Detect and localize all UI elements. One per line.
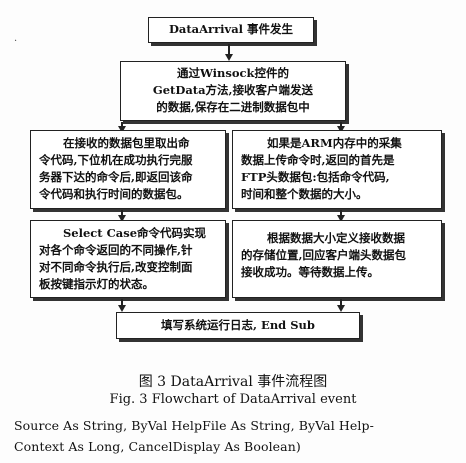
left-box-2: Select Case命令代码实现 对各个命令返回的不同操作,针 对不同命令执行… <box>30 220 226 298</box>
left1-line-1: 在接收的数据包里取出命 <box>63 136 190 150</box>
left1-line-4: 令代码和执行时间的数据包。 <box>39 187 189 201</box>
right2-line-1: 根据数据大小定义接收数据 <box>267 231 405 245</box>
right1-line-3: FTP头数据包:包括命令代码, <box>241 170 390 184</box>
right1-line-2: 数据上传命令时,返回的首先是 <box>241 153 395 167</box>
left1-line-3: 务器下达的命令后,即返回该命 <box>39 170 193 184</box>
right-box-1: 如果是ARM内存中的采集 数据上传命令时,返回的首先是 FTP头数据包:包括命令… <box>232 130 442 209</box>
body-text-line-2: Context As Long, CancelDisplay As Boolea… <box>14 439 301 454</box>
left2-line-3: 对不同命令执行后,改变控制面 <box>39 260 193 274</box>
end-box-text: 填写系统运行日志, End Sub <box>161 318 315 332</box>
right2-line-3: 接收成功。等待数据上传。 <box>241 265 379 279</box>
figure-caption-english: Fig. 3 Flowchart of DataArrival event <box>109 392 357 407</box>
end-box: 填写系统运行日志, End Sub <box>116 312 360 339</box>
right1-line-4: 时间和整个数据的大小。 <box>241 187 368 201</box>
right2-line-2: 的存储位置,回应客户端头数据包 <box>241 248 407 262</box>
stray-dot: · <box>14 36 18 47</box>
right-box-2: 根据数据大小定义接收数据 的存储位置,回应客户端头数据包 接收成功。等待数据上传… <box>232 220 442 298</box>
left2-line-2: 对各个命令返回的不同操作,针 <box>39 243 193 257</box>
left2-line-1: Select Case命令代码实现 <box>63 226 207 240</box>
getdata-line-3: 的数据,保存在二进制数据包中 <box>156 100 310 114</box>
start-box-text: DataArrival 事件发生 <box>168 22 294 36</box>
left2-line-4: 板按键指示灯的状态。 <box>39 277 154 291</box>
right1-line-1: 如果是ARM内存中的采集 <box>267 136 402 150</box>
figure-caption-chinese: 图 3 DataArrival 事件流程图 <box>138 374 328 390</box>
left1-line-2: 令代码,下位机在成功执行完服 <box>39 153 193 167</box>
body-text-line-1: Source As String, ByVal HelpFile As Stri… <box>14 418 374 433</box>
getdata-line-1: 通过Winsock控件的 <box>176 66 290 80</box>
left-box-1: 在接收的数据包里取出命 令代码,下位机在成功执行完服 务器下达的命令后,即返回该… <box>30 130 226 209</box>
getdata-box: 通过Winsock控件的 GetData方法,接收客户端发送 的数据,保存在二进… <box>120 61 346 121</box>
start-box: DataArrival 事件发生 <box>148 17 314 43</box>
getdata-line-2: GetData方法,接收客户端发送 <box>152 83 314 97</box>
